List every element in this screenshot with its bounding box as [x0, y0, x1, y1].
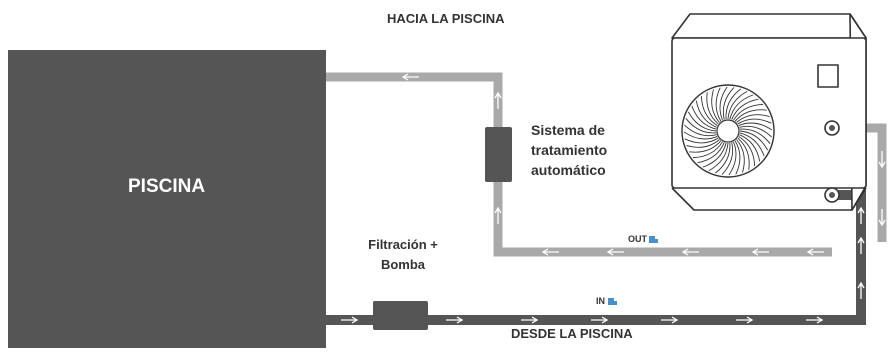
treatment-label-line-1: Sistema de — [531, 122, 605, 138]
arrow-icon — [857, 236, 865, 254]
flow-arrows — [341, 73, 886, 324]
arrow-icon — [681, 248, 699, 256]
top-label: HACIA LA PISCINA — [387, 11, 505, 26]
bottom-label: DESDE LA PISCINA — [511, 326, 633, 341]
arrow-icon — [806, 316, 824, 324]
treatment-label-line-2: tratamiento — [531, 142, 608, 158]
out-port-icon — [649, 236, 658, 243]
filtration-label-line-2: Bomba — [380, 257, 426, 272]
arrow-icon — [401, 73, 419, 81]
arrow-icon — [591, 316, 609, 324]
in-label: IN — [596, 296, 605, 306]
treatment-label-line-3: automático — [531, 162, 606, 178]
in-port-icon — [608, 298, 617, 305]
arrow-icon — [494, 206, 502, 224]
arrow-icon — [878, 151, 886, 169]
arrow-icon — [857, 281, 865, 299]
arrow-icon — [857, 206, 865, 224]
arrow-icon — [521, 316, 539, 324]
arrow-icon — [751, 248, 769, 256]
out-label: OUT — [628, 234, 647, 244]
treatment-unit — [485, 127, 512, 182]
treatment-label: Sistema de tratamiento automático — [531, 120, 607, 180]
filter-pump-unit — [373, 301, 428, 330]
arrow-icon — [736, 316, 754, 324]
arrow-icon — [446, 316, 464, 324]
arrow-icon — [341, 316, 359, 324]
filtration-label: Filtración + Bomba — [353, 235, 453, 275]
arrow-icon — [806, 248, 824, 256]
pool-block — [8, 50, 326, 348]
arrow-icon — [494, 91, 502, 109]
arrow-icon — [541, 248, 559, 256]
arrow-icon — [606, 248, 624, 256]
filtration-label-line-1: Filtración + — [368, 237, 438, 252]
arrow-icon — [878, 209, 886, 227]
fan-grille-icon — [681, 84, 775, 178]
arrow-icon — [661, 316, 679, 324]
pool-label: PISCINA — [128, 176, 206, 197]
